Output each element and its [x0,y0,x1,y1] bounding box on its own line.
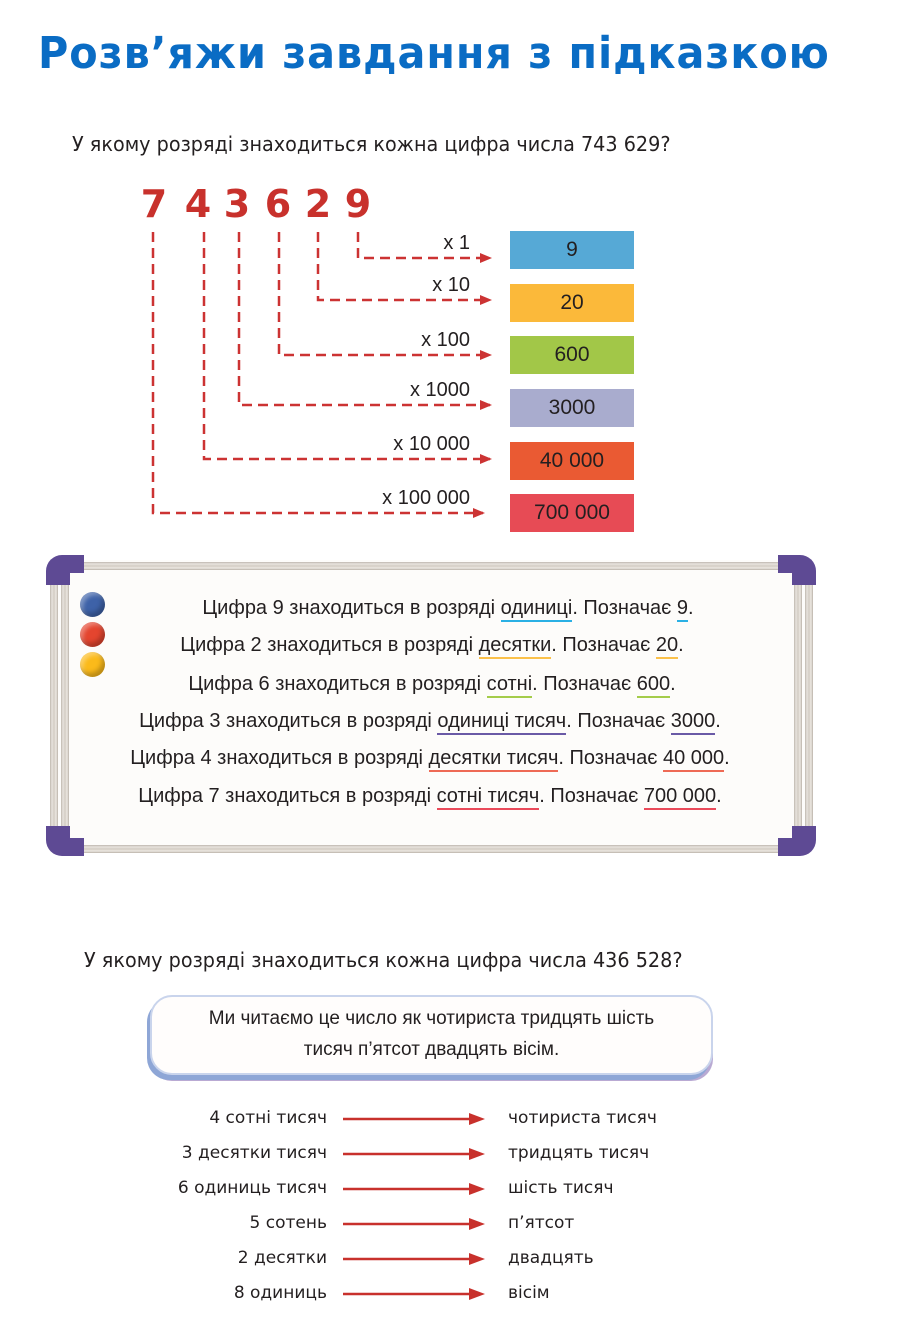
place-name: одиниці тисяч [437,711,567,735]
line-text: . Позначає [551,634,656,656]
arrow-right-icon [343,1218,485,1230]
value-box-ones: 9 [510,231,634,269]
place-name: десятки тисяч [428,748,559,772]
digit-hundred-thousands: 7 [140,182,168,226]
arrow-right-icon [343,1113,485,1125]
board-rail-top [84,562,778,570]
place-word: чотириста тисяч [508,1108,657,1128]
multiplier-label: x 10 [432,274,470,296]
task2-question: У якому розряді знаходиться кожна цифра … [84,948,683,972]
line-text: . Позначає [566,710,671,732]
place-word: двадцять [508,1248,594,1268]
line-text: . Позначає [558,747,663,769]
arrow-right-icon [343,1253,485,1265]
yellow-magnet-icon [80,652,105,677]
place-name: сотні [486,674,533,698]
board-corner-icon [46,826,84,856]
hint-text: Ми читаємо це число як чотириста тридцят… [150,1003,713,1065]
line-text: Цифра 9 знаходиться в розряді [202,597,501,619]
value-box-ten-thousands: 40 000 [510,442,634,480]
arrow-right-icon [343,1288,485,1300]
hint-line: Ми читаємо це число як чотириста тридцят… [208,1008,655,1029]
line-text: . [724,747,730,769]
place-value: 20 [655,635,679,659]
line-text: . Позначає [532,673,637,695]
multiplier-label: x 100 000 [382,487,470,509]
value-box-hundred-thousands: 700 000 [510,494,634,532]
multiplier-label: x 10 000 [393,433,470,455]
place-count: 3 десятки тисяч [181,1143,327,1163]
line-text: . [688,597,694,619]
place-value: 700 000 [643,786,717,810]
place-word: п’ятсот [508,1213,575,1233]
board-rail-right [794,585,802,826]
line-text: Цифра 7 знаходиться в розряді [138,785,437,807]
board-line: Цифра 2 знаходиться в розряді десятки. П… [62,634,802,659]
line-text: . [715,710,721,732]
board-corner-icon [46,555,84,585]
line-text: . Позначає [572,597,677,619]
line-text: . Позначає [539,785,644,807]
line-text: Цифра 6 знаходиться в розряді [188,673,487,695]
multiplier-label: x 100 [421,329,470,351]
line-text: Цифра 2 знаходиться в розряді [180,634,479,656]
line-text: . [670,673,676,695]
digit-hundreds: 6 [264,182,292,226]
board-line: Цифра 6 знаходиться в розряді сотні. Поз… [62,673,802,698]
board-line: Цифра 3 знаходиться в розряді одиниці ти… [60,710,800,735]
place-word: тридцять тисяч [508,1143,650,1163]
digit-thousands: 3 [223,182,251,226]
board-rail-bottom [84,845,778,853]
task1-question: У якому розряді знаходиться кожна цифра … [72,132,671,156]
value-box-thousands: 3000 [510,389,634,427]
place-name: десятки [478,635,552,659]
board-rail-right-inner [805,585,813,826]
place-count: 4 сотні тисяч [209,1108,327,1128]
line-text: . [716,785,722,807]
multiplier-label: x 1 [443,232,470,254]
place-name: одиниці [500,598,573,622]
place-name: сотні тисяч [436,786,540,810]
place-count: 2 десятки [237,1248,327,1268]
board-rail-left [50,585,58,826]
value-box-hundreds: 600 [510,336,634,374]
line-text: . [678,634,684,656]
arrow-right-icon [343,1148,485,1160]
arrow-right-icon [343,1183,485,1195]
digit-tens: 2 [304,182,332,226]
board-corner-icon [778,555,816,585]
place-word: вісім [508,1283,550,1303]
place-value: 3000 [670,711,716,735]
place-count: 5 сотень [249,1213,327,1233]
digit-ten-thousands: 4 [184,182,212,226]
board-line: Цифра 7 знаходиться в розряді сотні тися… [60,785,800,810]
page-title: Розв’яжи завдання з підказкою [38,28,830,79]
board-line: Цифра 9 знаходиться в розряді одиниці. П… [78,597,818,622]
place-value: 600 [636,674,671,698]
line-text: Цифра 4 знаходиться в розряді [130,747,429,769]
line-text: Цифра 3 знаходиться в розряді [139,710,438,732]
red-magnet-icon [80,622,105,647]
board-line: Цифра 4 знаходиться в розряді десятки ти… [60,747,800,772]
place-value: 9 [676,598,689,622]
arrow-ones [356,232,492,263]
place-count: 6 одиниць тисяч [177,1178,327,1198]
board-corner-icon [778,826,816,856]
board-rail-left-inner [61,585,69,826]
hint-line: тисяч п’ятсот двадцять вісім. [303,1039,560,1060]
blue-magnet-icon [80,592,105,617]
value-box-tens: 20 [510,284,634,322]
whiteboard [52,560,808,850]
hint-bubble [150,995,713,1075]
place-count: 8 одиниць [233,1283,327,1303]
digit-ones: 9 [344,182,372,226]
place-value: 40 000 [662,748,725,772]
place-word: шість тисяч [508,1178,614,1198]
multiplier-label: x 1000 [409,379,470,401]
